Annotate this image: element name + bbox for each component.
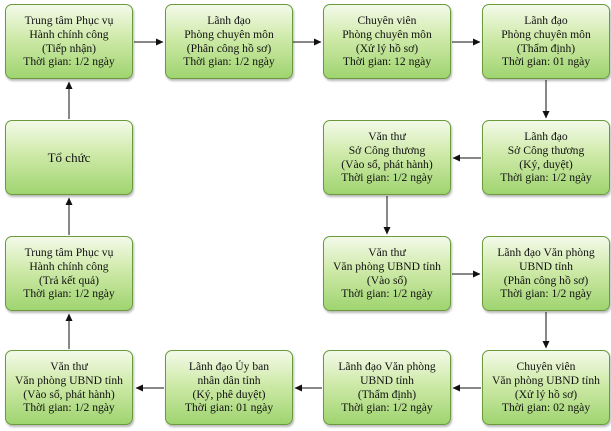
step-line: (Tiếp nhận) bbox=[42, 41, 96, 55]
step-organization: Tổ chức bbox=[5, 120, 133, 195]
step-reception-center: Trung tâm Phục vụ Hành chính công (Tiếp … bbox=[5, 4, 133, 79]
step-line: (Vào sổ, phát hành) bbox=[23, 387, 115, 401]
step-ubnd-clerk-issue: Văn thư Văn phòng UBND tỉnh (Vào sổ, phá… bbox=[5, 350, 133, 425]
step-line: Thời gian: 1/2 ngày bbox=[183, 55, 275, 69]
step-line: Văn phòng UBND tỉnh bbox=[492, 373, 600, 387]
step-line: Văn thư bbox=[368, 246, 406, 260]
step-line: (Vào sổ, phát hành) bbox=[341, 157, 433, 171]
step-line: Chuyên viên bbox=[357, 14, 417, 28]
step-line: Văn thư bbox=[50, 360, 88, 374]
step-line: Thời gian: 1/2 ngày bbox=[500, 287, 592, 301]
step-line: Thời gian: 1/2 ngày bbox=[500, 171, 592, 185]
step-line: Thời gian: 1/2 ngày bbox=[341, 401, 433, 415]
step-line: Thời gian: 01 ngày bbox=[184, 401, 274, 415]
step-line: nhân dân tỉnh bbox=[197, 373, 261, 387]
step-line: (Xử lý hồ sơ) bbox=[355, 41, 419, 55]
step-line: Lãnh đạo Văn phòng bbox=[497, 246, 595, 260]
step-line: Thời gian: 1/2 ngày bbox=[23, 401, 115, 415]
step-line: Phòng chuyên môn bbox=[184, 27, 274, 41]
step-line: (Trả kết quả) bbox=[38, 273, 100, 287]
step-line: Văn phòng UBND tỉnh bbox=[15, 373, 123, 387]
step-industry-dept-clerk-issue: Văn thư Sở Công thương (Vào sổ, phát hàn… bbox=[323, 120, 451, 195]
step-line: (Xử lý hồ sơ) bbox=[514, 387, 578, 401]
step-line: Lãnh đạo Văn phòng bbox=[338, 360, 436, 374]
step-line: (Thẩm định) bbox=[516, 41, 576, 55]
step-line: Thời gian: 12 ngày bbox=[342, 55, 432, 69]
step-line: Thời gian: 01 ngày bbox=[501, 55, 591, 69]
step-line: Trung tâm Phục vụ bbox=[24, 14, 114, 28]
step-ubnd-office-leader-appraise: Lãnh đạo Văn phòng UBND tỉnh (Thẩm định)… bbox=[323, 350, 451, 425]
step-dept-leader-appraise: Lãnh đạo Phòng chuyên môn (Thẩm định) Th… bbox=[482, 4, 610, 79]
step-line: Tổ chức bbox=[47, 149, 91, 165]
step-line: Thời gian: 1/2 ngày bbox=[23, 287, 115, 301]
step-ubnd-office-leader-assign: Lãnh đạo Văn phòng UBND tỉnh (Phân công … bbox=[482, 236, 610, 311]
step-line: Lãnh đạo bbox=[524, 130, 568, 144]
step-line: (Phân công hồ sơ) bbox=[186, 41, 272, 55]
step-line: Thời gian: 1/2 ngày bbox=[23, 55, 115, 69]
step-provincial-committee-leader-approve: Lãnh đạo Ủy ban nhân dân tỉnh (Ký, phê d… bbox=[165, 350, 293, 425]
step-industry-dept-leader-sign: Lãnh đạo Sở Công thương (Ký, duyệt) Thời… bbox=[482, 120, 610, 195]
step-line: (Ký, phê duyệt) bbox=[192, 387, 266, 401]
step-line: Sở Công thương bbox=[507, 143, 585, 157]
step-line: Phòng chuyên môn bbox=[342, 27, 432, 41]
step-line: Hành chính công bbox=[29, 259, 109, 273]
step-line: Phòng chuyên môn bbox=[501, 27, 591, 41]
step-line: Lãnh đạo bbox=[207, 14, 251, 28]
step-line: Thời gian: 02 ngày bbox=[501, 401, 591, 415]
step-line: (Ký, duyệt) bbox=[519, 157, 573, 171]
step-line: (Vào sổ) bbox=[366, 273, 408, 287]
step-line: Thời gian: 1/2 ngày bbox=[341, 287, 433, 301]
step-line: Thời gian: 1/2 ngày bbox=[341, 171, 433, 185]
step-line: (Phân công hồ sơ) bbox=[503, 273, 589, 287]
step-line: UBND tỉnh bbox=[519, 259, 573, 273]
step-line: Lãnh đạo Ủy ban bbox=[188, 360, 270, 374]
step-line: (Thẩm định) bbox=[357, 387, 417, 401]
step-line: Chuyên viên bbox=[516, 360, 576, 374]
step-ubnd-specialist-process: Chuyên viên Văn phòng UBND tỉnh (Xử lý h… bbox=[482, 350, 610, 425]
step-return-result-center: Trung tâm Phục vụ Hành chính công (Trả k… bbox=[5, 236, 133, 311]
step-dept-leader-assign: Lãnh đạo Phòng chuyên môn (Phân công hồ … bbox=[165, 4, 293, 79]
step-dept-specialist-process: Chuyên viên Phòng chuyên môn (Xử lý hồ s… bbox=[323, 4, 451, 79]
step-line: Trung tâm Phục vụ bbox=[24, 246, 114, 260]
step-ubnd-clerk-register: Văn thư Văn phòng UBND tỉnh (Vào sổ) Thờ… bbox=[323, 236, 451, 311]
step-line: Văn phòng UBND tỉnh bbox=[333, 259, 441, 273]
step-line: Lãnh đạo bbox=[524, 14, 568, 28]
step-line: Văn thư bbox=[368, 130, 406, 144]
step-line: UBND tỉnh bbox=[360, 373, 414, 387]
step-line: Sở Công thương bbox=[348, 143, 426, 157]
step-line: Hành chính công bbox=[29, 27, 109, 41]
